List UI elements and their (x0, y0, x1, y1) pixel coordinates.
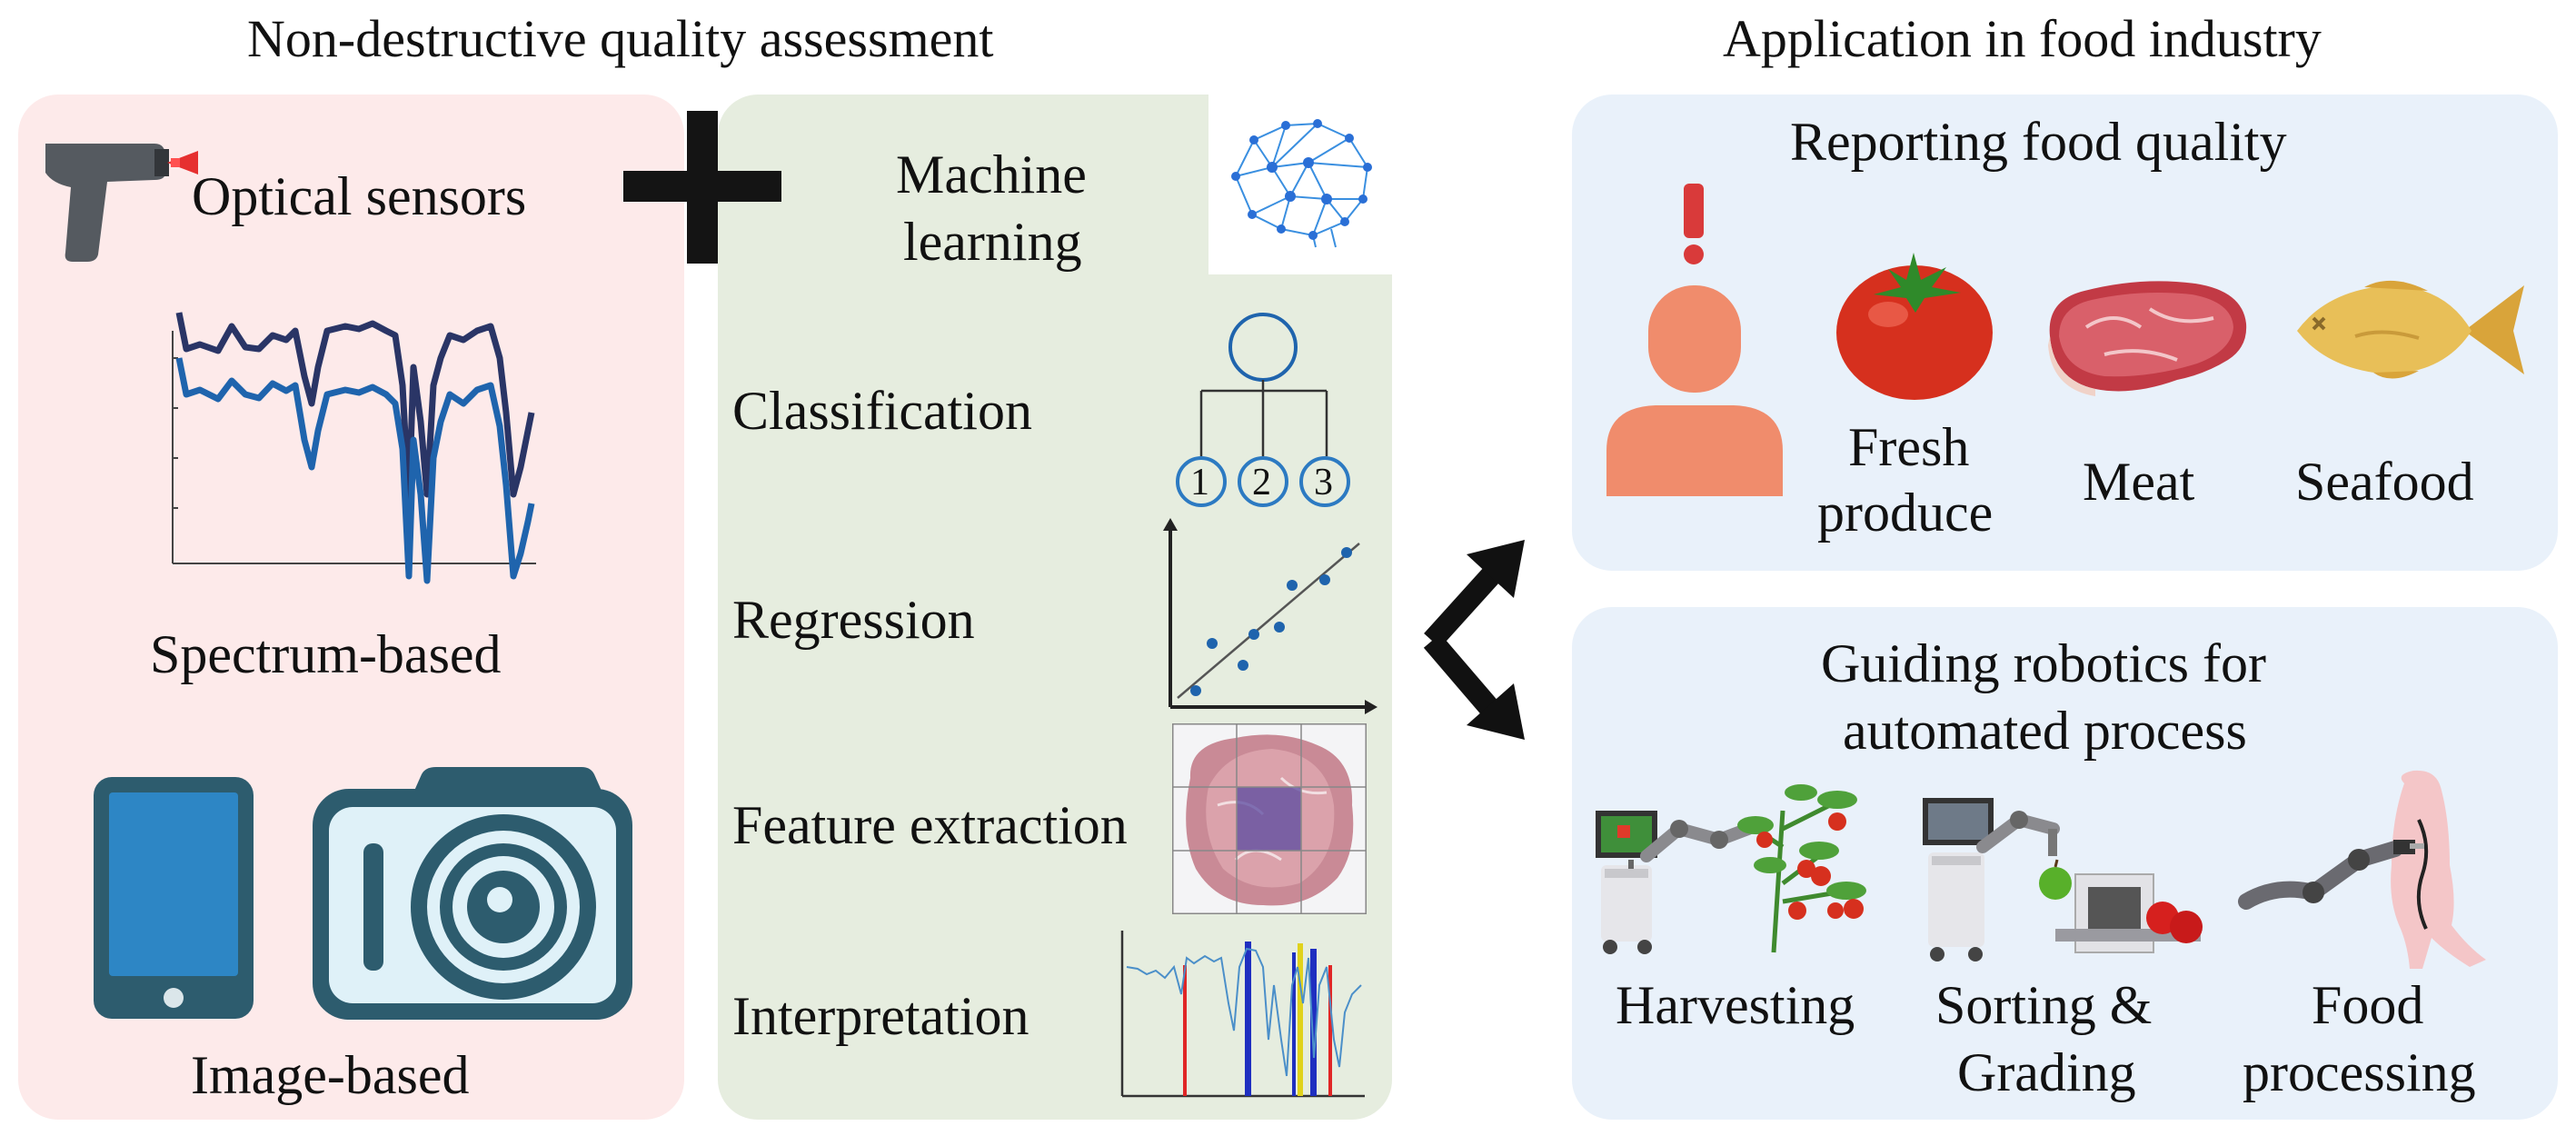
image-based-label: Image-based (191, 1045, 470, 1105)
steak-icon (2048, 281, 2247, 396)
ml-title-line2: learning (903, 212, 1082, 272)
classification-tree-diagram (1176, 313, 1350, 507)
sorting-grading-label-line1: Sorting & (1935, 975, 2153, 1035)
food-processing-label-line2: processing (2243, 1042, 2476, 1102)
food-processing-robot-icon (2238, 770, 2486, 969)
fresh-produce-label-line1: Fresh (1848, 417, 1970, 477)
class-node-1-label: 1 (1190, 462, 1209, 503)
meat-grid-image (1172, 723, 1367, 914)
optical-sensors-title: Optical sensors (192, 166, 527, 226)
plus-icon (623, 111, 781, 264)
interpretation-spectrum-chart (1120, 931, 1365, 1098)
spectrum-chart (172, 312, 536, 584)
left-section-title: Non-destructive quality assessment (247, 9, 994, 68)
ml-title-line1: Machine (896, 144, 1087, 204)
fish-icon (2297, 280, 2524, 379)
classification-label: Classification (732, 381, 1032, 441)
regression-scatter-plot (1163, 518, 1378, 714)
spectrum-based-label: Spectrum-based (150, 624, 502, 684)
tablet-icon (94, 777, 254, 1019)
tomato-icon (1836, 253, 1993, 400)
class-node-3-label: 3 (1314, 462, 1333, 503)
feature-extraction-label: Feature extraction (732, 795, 1128, 855)
harvesting-label: Harvesting (1616, 975, 1855, 1035)
sorting-grading-label-line2: Grading (1957, 1042, 2136, 1102)
right-section-title: Application in food industry (1723, 9, 2322, 68)
spectrum-line-dark (175, 312, 535, 507)
ml-title-notch (1208, 87, 1399, 274)
consumer-person-icon (1606, 184, 1783, 496)
spectrum-line-blue (175, 357, 535, 584)
robotics-title-line1: Guiding robotics for (1821, 633, 2266, 693)
seafood-label: Seafood (2295, 452, 2474, 512)
double-arrow-icon (1423, 540, 1525, 740)
neural-brain-icon (1231, 119, 1372, 248)
robotics-title-line2: automated process (1843, 701, 2247, 761)
meat-label: Meat (2083, 452, 2195, 512)
regression-label: Regression (732, 590, 975, 650)
harvesting-robot-icon (1596, 784, 1866, 954)
food-processing-label-line1: Food (2312, 975, 2424, 1035)
reporting-title: Reporting food quality (1790, 112, 2287, 172)
camera-icon (313, 767, 632, 1020)
sorting-robot-icon (1923, 798, 2203, 962)
class-node-2-label: 2 (1252, 462, 1271, 503)
fresh-produce-label-line2: produce (1817, 483, 1994, 543)
barcode-scanner-icon (45, 144, 198, 262)
interpretation-label: Interpretation (732, 986, 1029, 1046)
